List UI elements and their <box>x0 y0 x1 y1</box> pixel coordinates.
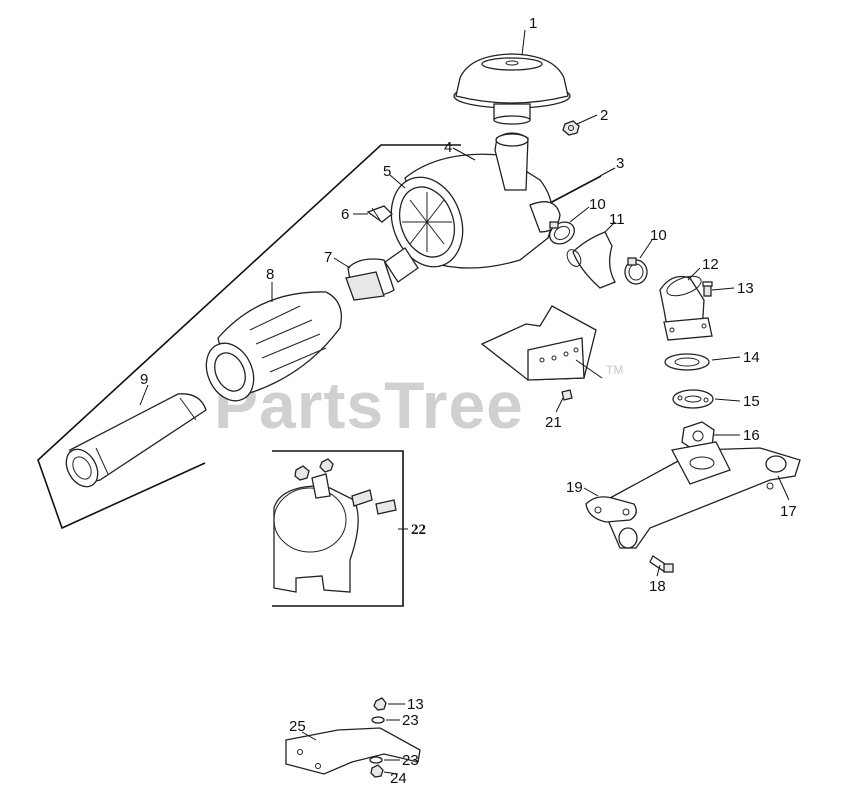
air-cleaner-cover[interactable] <box>453 53 571 125</box>
gasket-14[interactable] <box>664 353 710 371</box>
hose-11[interactable] <box>564 231 616 289</box>
lower-bracket-25[interactable] <box>285 697 421 778</box>
callout-9: 9 <box>140 371 148 388</box>
callout-16: 16 <box>743 427 760 444</box>
callout-18: 18 <box>649 578 666 595</box>
callout-1: 1 <box>529 15 537 32</box>
leader-lines <box>139 29 790 775</box>
nut-2[interactable] <box>562 120 580 136</box>
callout-6: 6 <box>341 206 349 223</box>
callout-23-lower: 23 <box>402 752 419 769</box>
callout-3: 3 <box>616 155 624 172</box>
plate-15[interactable] <box>672 389 714 409</box>
screw-13-upper[interactable] <box>702 281 713 297</box>
watermark-trademark: TM <box>606 363 623 377</box>
elbow-12[interactable] <box>659 272 713 341</box>
callout-22: 22 <box>411 522 426 538</box>
callout-4: 4 <box>444 139 452 156</box>
bracket-center[interactable] <box>480 305 597 381</box>
callout-7: 7 <box>324 249 332 266</box>
intake-manifold-17[interactable] <box>607 441 801 549</box>
gasket-19[interactable] <box>585 496 637 523</box>
callout-numbers: 1 2 3 4 5 6 7 8 9 10 10 11 12 13 14 15 1… <box>140 15 797 787</box>
callout-13-lower: 13 <box>407 696 424 713</box>
callout-8: 8 <box>266 266 274 283</box>
vacuator-valve-7[interactable] <box>345 258 395 301</box>
callout-13-upper: 13 <box>737 280 754 297</box>
clip-6[interactable] <box>366 205 393 223</box>
callout-10-upper: 10 <box>589 196 606 213</box>
callout-15: 15 <box>743 393 760 410</box>
callout-11: 11 <box>609 211 625 228</box>
hose-clamp-10-upper[interactable] <box>546 218 579 248</box>
callout-17: 17 <box>780 503 797 520</box>
safety-filter-9[interactable] <box>60 393 207 493</box>
bolt-18[interactable] <box>649 555 674 573</box>
air-cleaner-body[interactable] <box>379 132 561 283</box>
callout-5: 5 <box>383 163 391 180</box>
callout-21: 21 <box>545 414 562 431</box>
hose-clamp-10-lower[interactable] <box>624 257 648 285</box>
primary-filter-8[interactable] <box>197 291 343 409</box>
callout-14: 14 <box>743 349 760 366</box>
callout-24: 24 <box>390 770 407 787</box>
screw-21[interactable] <box>561 389 573 401</box>
callout-19: 19 <box>566 479 583 496</box>
callout-10-lower: 10 <box>650 227 667 244</box>
callout-25: 25 <box>289 718 306 735</box>
band-bracket-22[interactable] <box>273 458 397 593</box>
callout-23-upper: 23 <box>402 712 419 729</box>
callout-12: 12 <box>702 256 719 273</box>
callout-2: 2 <box>600 107 608 124</box>
